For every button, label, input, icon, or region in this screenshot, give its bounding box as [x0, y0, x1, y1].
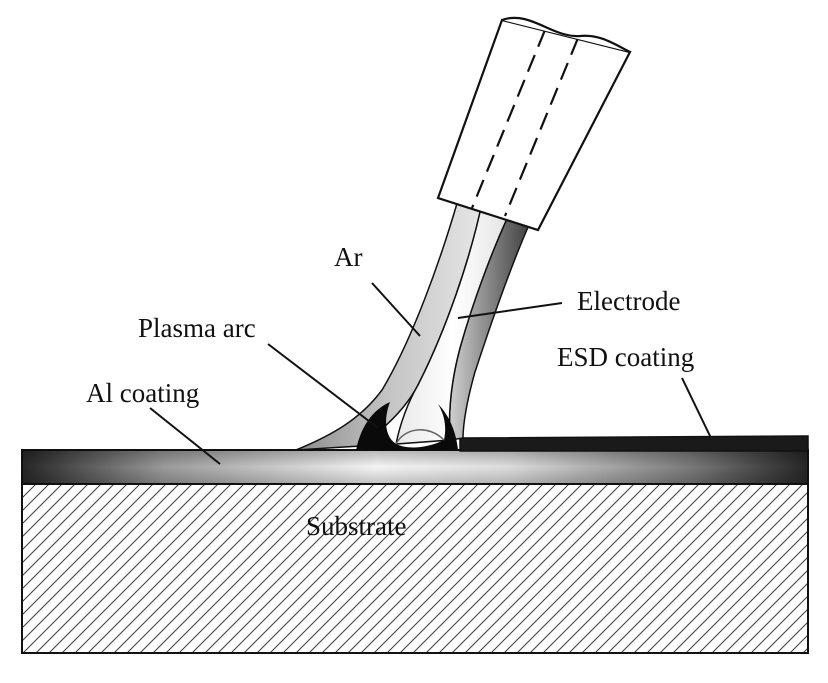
- leader-esd-coating: [681, 377, 712, 439]
- leader-ar: [371, 282, 421, 337]
- esd-coating-layer: [459, 435, 809, 452]
- label-esd-coating: ESD coating: [557, 342, 694, 372]
- leader-al-coating: [149, 407, 221, 465]
- holder-bore-line-right: [503, 37, 580, 217]
- leader-plasma-arc: [267, 343, 379, 429]
- electrode-holder: [436, 18, 632, 232]
- label-substrate: Substrate: [306, 511, 407, 541]
- plasma-arc: [356, 402, 458, 451]
- label-al-coating: Al coating: [86, 378, 199, 408]
- label-electrode: Electrode: [577, 286, 680, 316]
- substrate-block: [21, 482, 809, 654]
- holder-bore-line-left: [470, 29, 547, 209]
- leader-electrode: [457, 302, 563, 319]
- label-plasma-arc: Plasma arc: [138, 313, 256, 343]
- label-ar: Ar: [334, 242, 363, 272]
